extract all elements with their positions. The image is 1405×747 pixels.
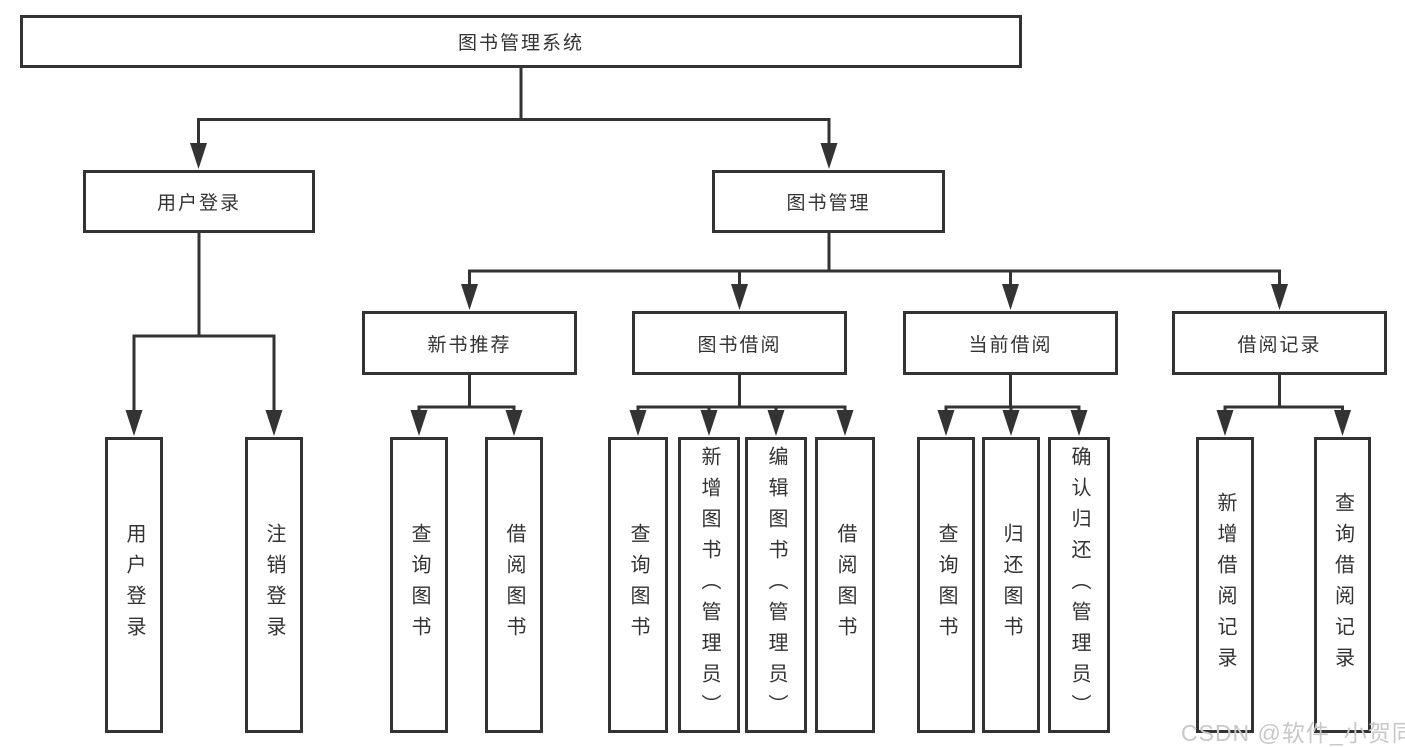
node-label: 归还图书 (1000, 523, 1022, 647)
arrow-down-icon (505, 410, 523, 436)
arrow-down-icon (125, 410, 143, 436)
node-label: 查询借阅记录 (1331, 492, 1354, 678)
node-label: 图书管理 (786, 193, 871, 214)
leaf-add-book-admin: 新增图书（管理员） (678, 437, 740, 733)
leaf-query-borrow-record: 查询借阅记录 (1314, 437, 1371, 733)
leaf-confirm-return-admin: 确认归还（管理员） (1048, 437, 1110, 733)
arrow-down-icon (820, 143, 838, 169)
node-library-management-system: 图书管理系统 (20, 15, 1022, 68)
node-book-management: 图书管理 (712, 170, 945, 233)
leaf-user-login: 用户登录 (105, 437, 163, 733)
node-label: 注销登录 (263, 523, 285, 647)
node-label: 用户登录 (123, 523, 145, 647)
leaf-query-books: 查询图书 (608, 437, 668, 733)
node-label: 图书管理系统 (457, 33, 584, 54)
node-label: 用户登录 (156, 193, 241, 214)
node-book-borrowing: 图书借阅 (632, 311, 847, 375)
arrow-down-icon (190, 143, 207, 169)
arrow-down-icon (461, 284, 478, 310)
leaf-query-books: 查询图书 (917, 437, 975, 733)
leaf-borrow-books: 借阅图书 (815, 437, 875, 733)
watermark: CSDN @软件_小贺同学 (1181, 720, 1405, 746)
node-label: 新书推荐 (427, 334, 512, 356)
leaf-return-books: 归还图书 (982, 437, 1040, 733)
arrow-down-icon (700, 410, 718, 436)
node-user-login: 用户登录 (83, 170, 315, 233)
node-label: 编辑图书（管理员） (765, 445, 787, 725)
node-label: 新增借阅记录 (1214, 492, 1236, 678)
node-label: 当前借阅 (968, 334, 1053, 356)
arrow-down-icon (410, 410, 428, 436)
leaf-edit-book-admin: 编辑图书（管理员） (745, 437, 807, 733)
arrow-down-icon (1070, 410, 1088, 436)
arrow-down-icon (1002, 410, 1020, 436)
arrow-down-icon (836, 410, 854, 436)
node-label: 查询图书 (627, 523, 649, 647)
node-label: 查询图书 (408, 523, 430, 647)
node-label: 图书借阅 (697, 334, 782, 356)
node-label: 确认归还（管理员） (1068, 445, 1090, 725)
node-borrowing-records: 借阅记录 (1172, 311, 1387, 375)
leaf-logout: 注销登录 (245, 437, 303, 733)
node-label: 新增图书（管理员） (698, 445, 720, 725)
leaf-borrow-books: 借阅图书 (485, 437, 543, 733)
arrow-down-icon (937, 410, 955, 436)
arrow-down-icon (767, 410, 785, 436)
arrow-down-icon (629, 410, 647, 436)
arrow-down-icon (1002, 284, 1019, 310)
arrow-down-icon (731, 284, 748, 310)
arrow-down-icon (265, 410, 283, 436)
node-label: 查询图书 (935, 523, 957, 647)
leaf-query-books: 查询图书 (390, 437, 448, 733)
node-label: 借阅记录 (1237, 334, 1322, 356)
node-label: 借阅图书 (834, 523, 856, 647)
node-new-book-recommendation: 新书推荐 (362, 311, 577, 375)
leaf-add-borrow-record: 新增借阅记录 (1196, 437, 1254, 733)
arrow-down-icon (1334, 410, 1351, 436)
node-label: 借阅图书 (503, 523, 525, 647)
node-current-borrowing: 当前借阅 (903, 311, 1118, 375)
arrow-down-icon (1216, 410, 1234, 436)
arrow-down-icon (1271, 284, 1288, 310)
